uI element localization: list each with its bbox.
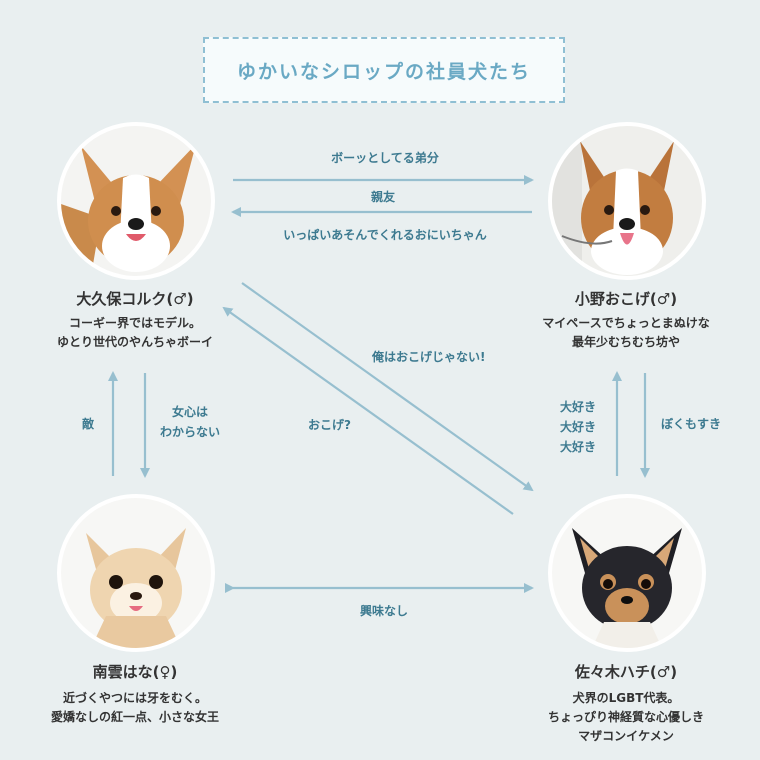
corgi-okoge-name: 小野おこげ(♂) <box>574 290 678 308</box>
label-kolk-to-okoge: ボーッとしてる弟分 <box>331 151 439 165</box>
page-title: ゆかいなシロップの社員犬たち <box>236 60 531 83</box>
desc-line: マイペースでちょっとまぬけな <box>542 316 710 330</box>
desc-line: 最年少むちむち坊や <box>571 335 680 349</box>
corgi-kolk-name: 大久保コルク(♂) <box>76 290 194 308</box>
corgi-okoge-photo <box>552 126 702 276</box>
label-hachi-to-okoge: 大好き 大好き 大好き <box>560 400 597 454</box>
desc-line: 犬界のLGBT代表。 <box>572 691 680 705</box>
desc-line: コーギー界ではモデル。 <box>68 316 201 330</box>
label-hana-to-kolk: 敵 <box>82 417 95 431</box>
arrow-kolk-to-hachi <box>241 282 534 492</box>
chihuahua-hana-name: 南雲はな(♀) <box>92 663 178 681</box>
arrow-hachi-to-kolk <box>222 306 514 515</box>
label-okoge-to-kolk: いっぱいあそんでくれるおにいちゃん <box>283 228 487 242</box>
title-box: ゆかいなシロップの社員犬たち <box>203 37 565 103</box>
chihuahua-hachi-name: 佐々木ハチ(♂) <box>574 663 678 681</box>
chihuahua-hana-photo <box>61 498 211 648</box>
label-kolk-to-hachi: おこげ? <box>308 418 351 432</box>
corgi-okoge-desc: マイペースでちょっとまぬけな 最年少むちむち坊や <box>506 314 746 352</box>
desc-line: ゆとり世代のやんちゃボーイ <box>56 335 213 349</box>
chihuahua-hachi-desc: 犬界のLGBT代表。 ちょっぴり神経質な心優しき マザコンイケメン <box>506 689 746 746</box>
chihuahua-hana-desc: 近づくやつには牙をむく。 愛嬌なしの紅一点、小さな女王 <box>15 689 255 727</box>
corgi-kolk-photo <box>61 126 211 276</box>
label-kolk-to-hana: 女心は わからない <box>160 405 221 439</box>
chihuahua-hachi-photo <box>552 498 702 648</box>
label-hana-hachi: 興味なし <box>359 604 409 618</box>
corgi-kolk-desc: コーギー界ではモデル。 ゆとり世代のやんちゃボーイ <box>15 314 255 352</box>
label-hachi-to-kolk: 俺はおこげじゃない! <box>372 350 486 364</box>
desc-line: 近づくやつには牙をむく。 <box>62 691 207 705</box>
desc-line: ちょっぴり神経質な心優しき <box>547 710 704 724</box>
label-okoge-to-hachi: ぼくもすき <box>661 417 722 431</box>
label-mutual-top: 親友 <box>370 190 396 204</box>
desc-line: マザコンイケメン <box>578 729 674 743</box>
desc-line: 愛嬌なしの紅一点、小さな女王 <box>50 710 219 724</box>
